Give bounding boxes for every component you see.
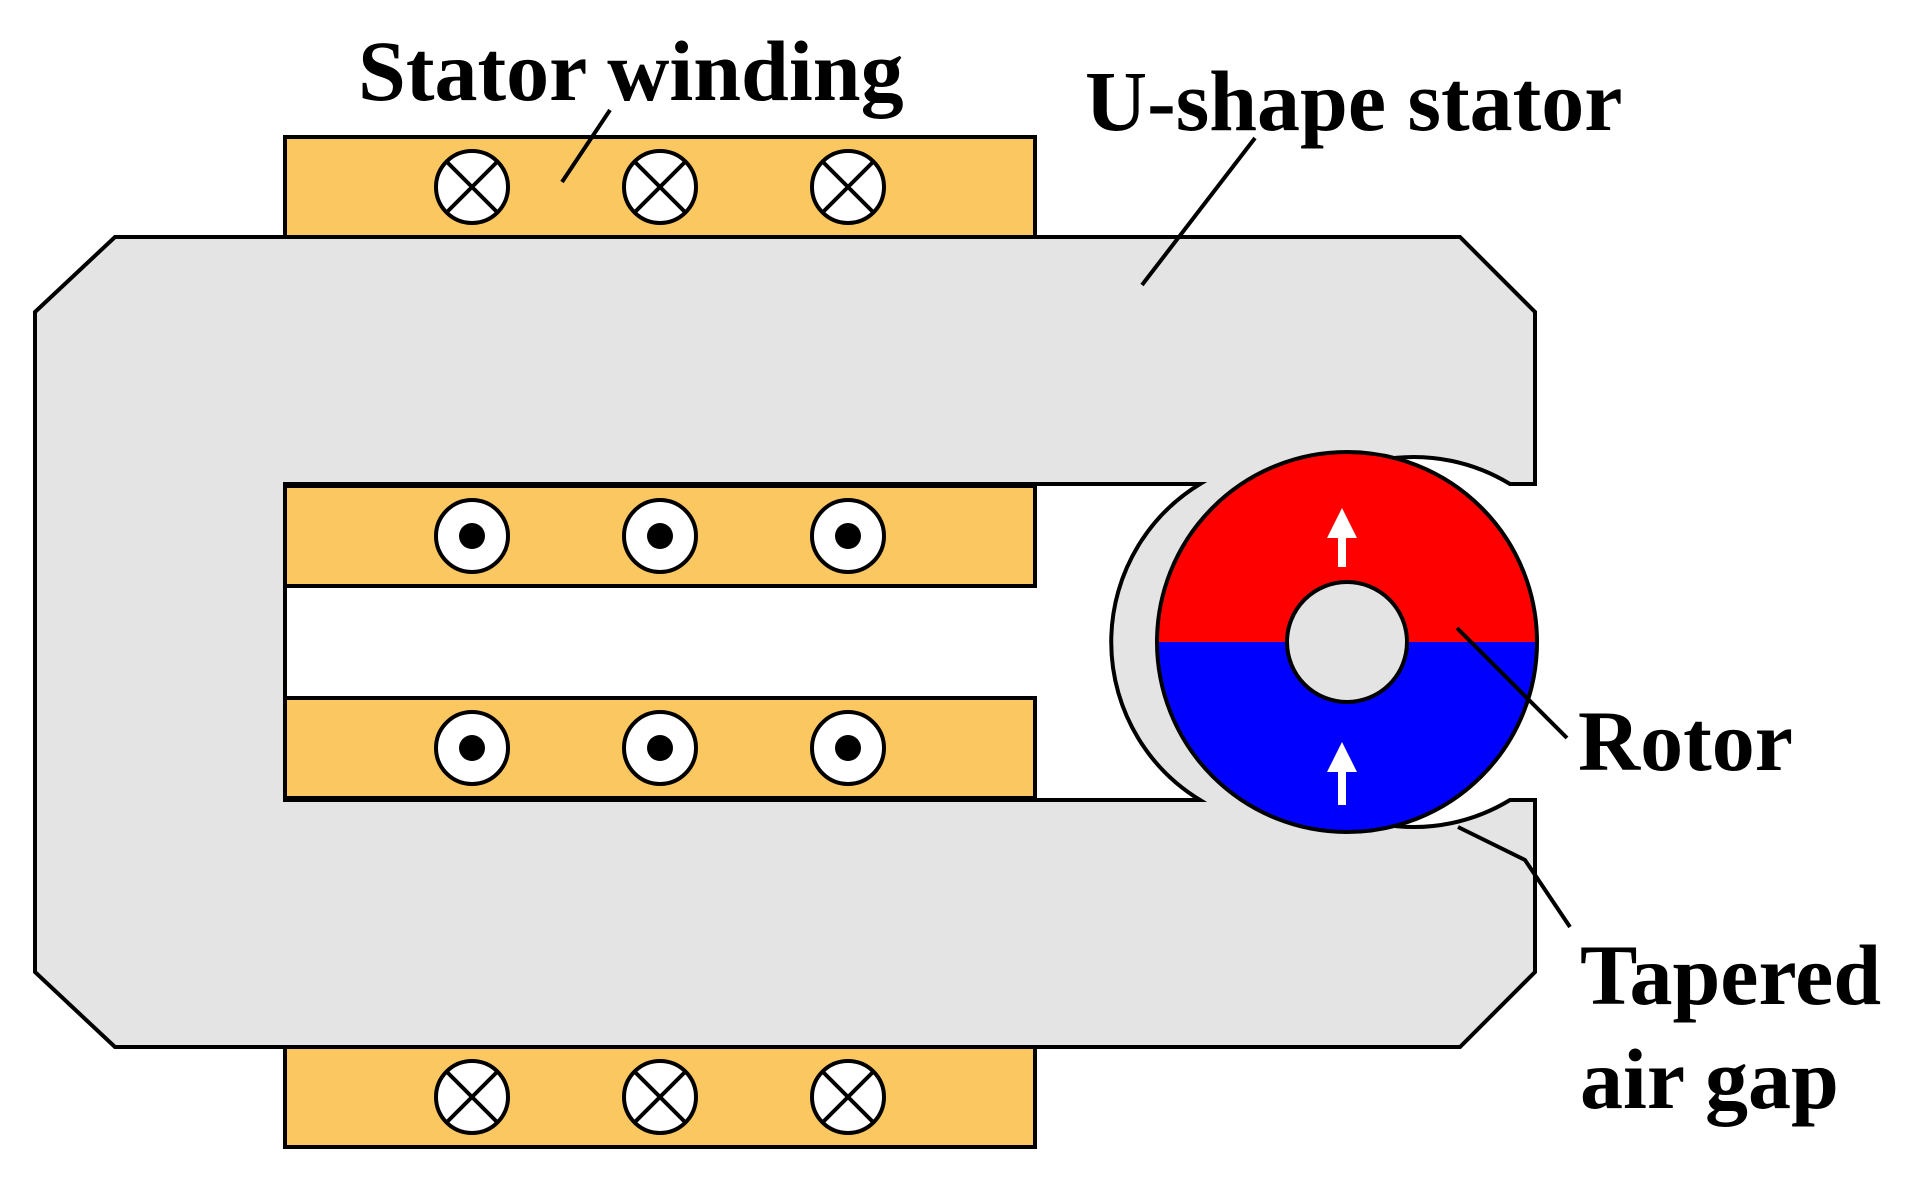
- leader-line-stator-winding: [560, 108, 612, 184]
- leader-line-u-shape-stator: [1140, 136, 1257, 287]
- leader-line-rotor: [1455, 626, 1569, 740]
- conductor-into-page-icon: [622, 149, 698, 225]
- conductor-into-page-icon: [810, 149, 886, 225]
- label-rotor: Rotor: [1578, 693, 1793, 789]
- conductor-out-of-page-icon: [810, 498, 886, 574]
- arrow-up-icon: [1327, 742, 1357, 805]
- conductor-into-page-icon: [810, 1059, 886, 1135]
- conductor-into-page-icon: [434, 149, 510, 225]
- arrow-up-icon: [1327, 508, 1357, 567]
- leader-line-tapered-air-gap: [1457, 825, 1572, 929]
- label-tapered-air-gap-line1: Tapered: [1580, 927, 1881, 1023]
- label-stator-winding: Stator winding: [358, 23, 904, 119]
- conductor-into-page-icon: [434, 1059, 510, 1135]
- rotor-south-half: [1157, 642, 1537, 832]
- label-u-shape-stator: U-shape stator: [1085, 53, 1622, 149]
- rotor-shaft: [1285, 580, 1409, 704]
- conductor-out-of-page-icon: [622, 710, 698, 786]
- rotor-north-half: [1157, 452, 1537, 642]
- conductor-out-of-page-icon: [810, 710, 886, 786]
- conductor-out-of-page-icon: [434, 710, 510, 786]
- conductor-out-of-page-icon: [434, 498, 510, 574]
- rotor-outline: [1155, 450, 1539, 834]
- label-tapered-air-gap-line2: air gap: [1580, 1031, 1839, 1127]
- conductor-out-of-page-icon: [622, 498, 698, 574]
- rotor: [1155, 450, 1539, 834]
- conductor-into-page-icon: [622, 1059, 698, 1135]
